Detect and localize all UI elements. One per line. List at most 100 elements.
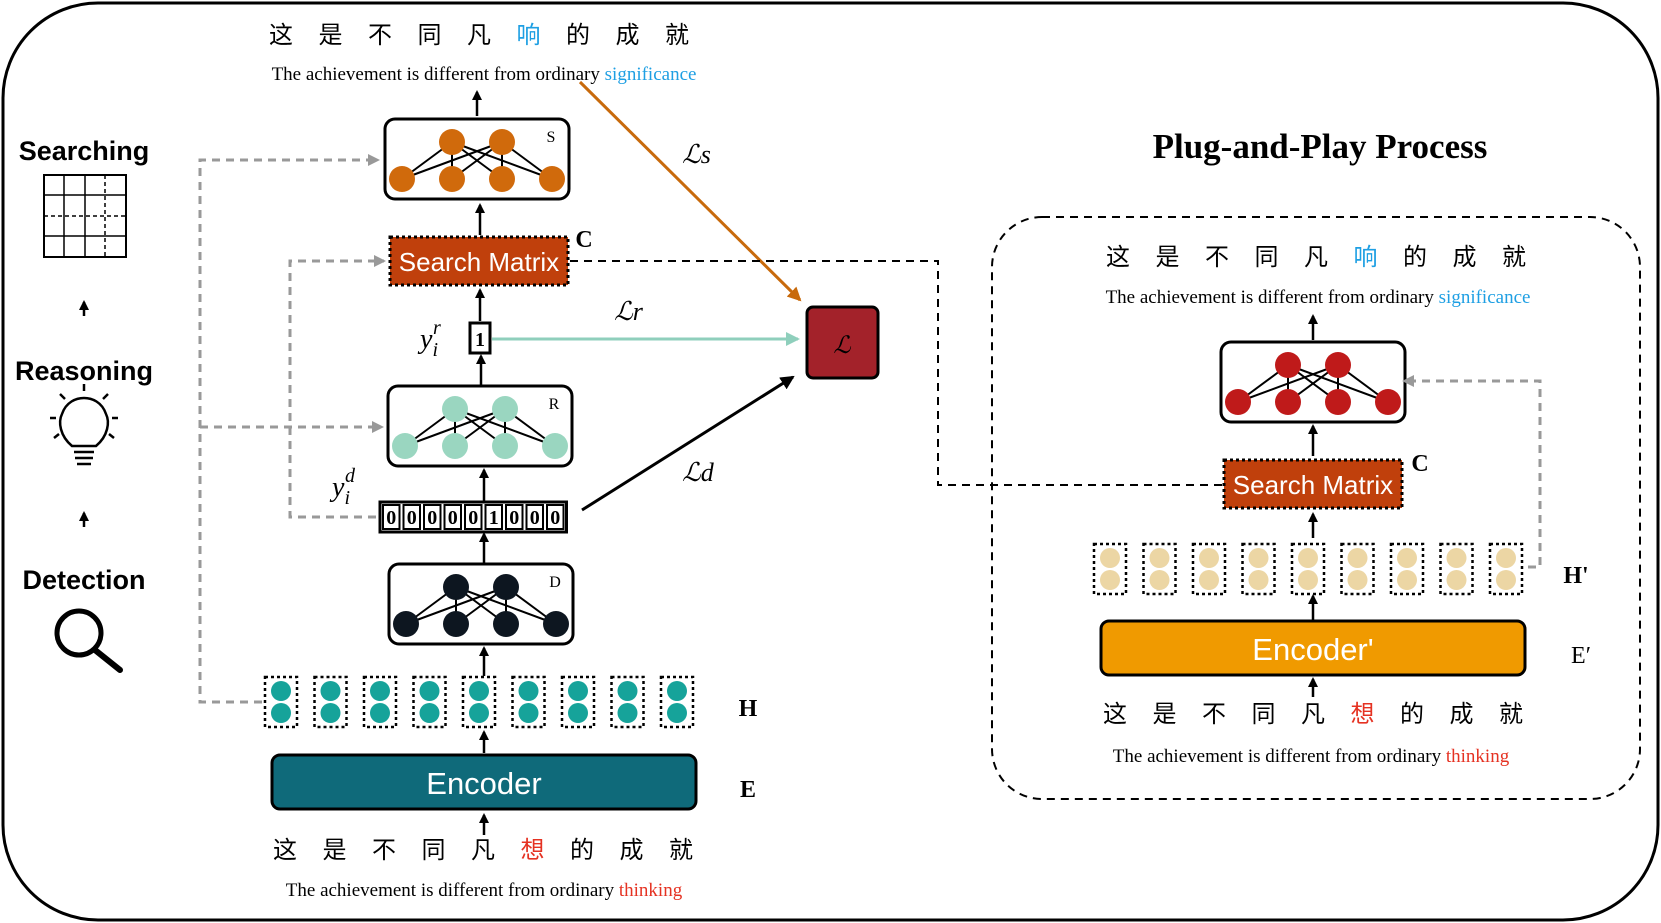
right-input-english-prefix: The achievement is different from ordina… xyxy=(1113,746,1446,767)
reason-bit-value: 1 xyxy=(475,329,485,351)
cjk-char: 凡 xyxy=(1304,243,1328,271)
network-node xyxy=(1275,389,1301,415)
network-node xyxy=(439,129,465,155)
right-input-chars: 这是不同凡想的成就 xyxy=(1103,700,1523,728)
hidden-unit xyxy=(667,681,687,701)
bit-cell xyxy=(464,504,483,530)
network-edge xyxy=(401,141,503,180)
network-node xyxy=(492,396,518,422)
cjk-char: 凡 xyxy=(1301,700,1325,728)
y-reason-label: yir xyxy=(417,317,441,361)
cjk-char: 成 xyxy=(1450,700,1474,728)
hidden-states-right xyxy=(1092,542,1524,596)
cjk-char: 想 xyxy=(1351,700,1375,728)
cjk-char: 想 xyxy=(521,836,545,864)
hidden-unit xyxy=(1199,548,1219,568)
bit-cell xyxy=(402,504,421,530)
network-node xyxy=(439,166,465,192)
hidden-unit xyxy=(271,681,291,701)
hidden-unit xyxy=(370,703,390,723)
bit-cell xyxy=(525,504,544,530)
reasoning-network: R xyxy=(386,384,574,468)
encoder-block: Encoder xyxy=(270,753,698,811)
cjk-char: 响 xyxy=(517,21,541,49)
shared-matrix-link xyxy=(570,260,1222,486)
cjk-char: 不 xyxy=(1205,243,1229,271)
search-matrix-right: Search Matrix xyxy=(1222,458,1404,510)
hidden-right-letter: H' xyxy=(1563,563,1588,589)
magnifier-icon xyxy=(54,608,123,673)
right-output-english-fix: significance xyxy=(1439,287,1531,308)
hidden-unit xyxy=(1149,548,1170,568)
network-edge xyxy=(405,586,507,625)
hidden-unit xyxy=(518,681,539,701)
left-output-english-fix: significance xyxy=(605,64,697,85)
y-detect-base: y xyxy=(329,472,345,503)
bit-cell xyxy=(423,504,442,530)
network-node xyxy=(493,611,519,637)
hidden-unit xyxy=(518,703,539,723)
left-output-english-prefix: The achievement is different from ordina… xyxy=(272,64,605,85)
cjk-char: 是 xyxy=(323,836,347,864)
network-letter: R xyxy=(549,396,560,413)
network-frame xyxy=(386,384,574,468)
bit-cell xyxy=(382,504,401,530)
bit-cell xyxy=(505,504,524,530)
y-detect-sub: i xyxy=(344,487,350,509)
plug-and-play-frame xyxy=(991,216,1641,800)
stage-label-reasoning: Reasoning xyxy=(15,356,153,386)
hidden-unit xyxy=(1446,548,1467,568)
network-node xyxy=(492,433,518,459)
hidden-unit xyxy=(1446,570,1467,590)
plug-encoder-block: Encoder' xyxy=(1099,619,1527,677)
encoder-label: Encoder xyxy=(426,766,541,801)
hidden-unit xyxy=(1248,548,1269,568)
loss-r-text: ℒr xyxy=(614,297,644,326)
bit-cell xyxy=(484,504,503,530)
cjk-char: 不 xyxy=(368,21,392,49)
loss-d-label: ℒd xyxy=(682,458,715,487)
hidden-unit xyxy=(617,681,638,701)
hidden-unit xyxy=(1347,570,1368,590)
bit-value: 0 xyxy=(407,507,417,529)
cjk-char: 响 xyxy=(1354,243,1378,271)
network-node xyxy=(443,611,469,637)
cjk-char: 就 xyxy=(1502,243,1526,271)
network-frame xyxy=(1219,340,1407,424)
hidden-unit xyxy=(469,703,489,723)
loss-s-label: ℒs xyxy=(682,140,711,169)
network-node xyxy=(442,396,468,422)
search-matrix-right-label: Search Matrix xyxy=(1233,470,1393,500)
plug-and-play-title: Plug-and-Play Process xyxy=(1153,127,1488,166)
network-node xyxy=(1275,352,1301,378)
hidden-unit xyxy=(320,703,341,723)
grid-icon xyxy=(43,174,127,258)
left-input-english-prefix: The achievement is different from ordina… xyxy=(286,880,619,901)
network-letter: D xyxy=(549,574,561,591)
search-matrix-left-letter: C xyxy=(575,227,592,253)
cjk-char: 就 xyxy=(665,21,689,49)
cjk-char: 同 xyxy=(1252,700,1276,728)
cjk-char: 的 xyxy=(1403,243,1427,271)
search-matrix-right-letter: C xyxy=(1411,451,1428,477)
bit-cell xyxy=(546,504,565,530)
search-matrix-left: Search Matrix xyxy=(388,235,570,287)
network-node xyxy=(489,129,515,155)
cjk-char: 是 xyxy=(1153,700,1177,728)
network-edge xyxy=(404,408,506,447)
right-output-chars: 这是不同凡响的成就 xyxy=(1106,243,1526,271)
right-input-english: The achievement is different from ordina… xyxy=(1113,746,1510,767)
hidden-unit xyxy=(1248,570,1269,590)
reason-bit: 1 xyxy=(468,321,492,355)
hidden-unit xyxy=(1298,548,1318,568)
cjk-char: 这 xyxy=(269,21,293,49)
bit-value: 0 xyxy=(530,507,540,529)
network-frame xyxy=(387,562,575,646)
hidden-unit xyxy=(1347,548,1368,568)
hidden-unit xyxy=(1149,570,1170,590)
y-reason-base: y xyxy=(417,324,433,355)
y-detect-sup: d xyxy=(345,465,356,487)
y-reason-sup: r xyxy=(433,317,441,339)
cjk-char: 的 xyxy=(570,836,594,864)
